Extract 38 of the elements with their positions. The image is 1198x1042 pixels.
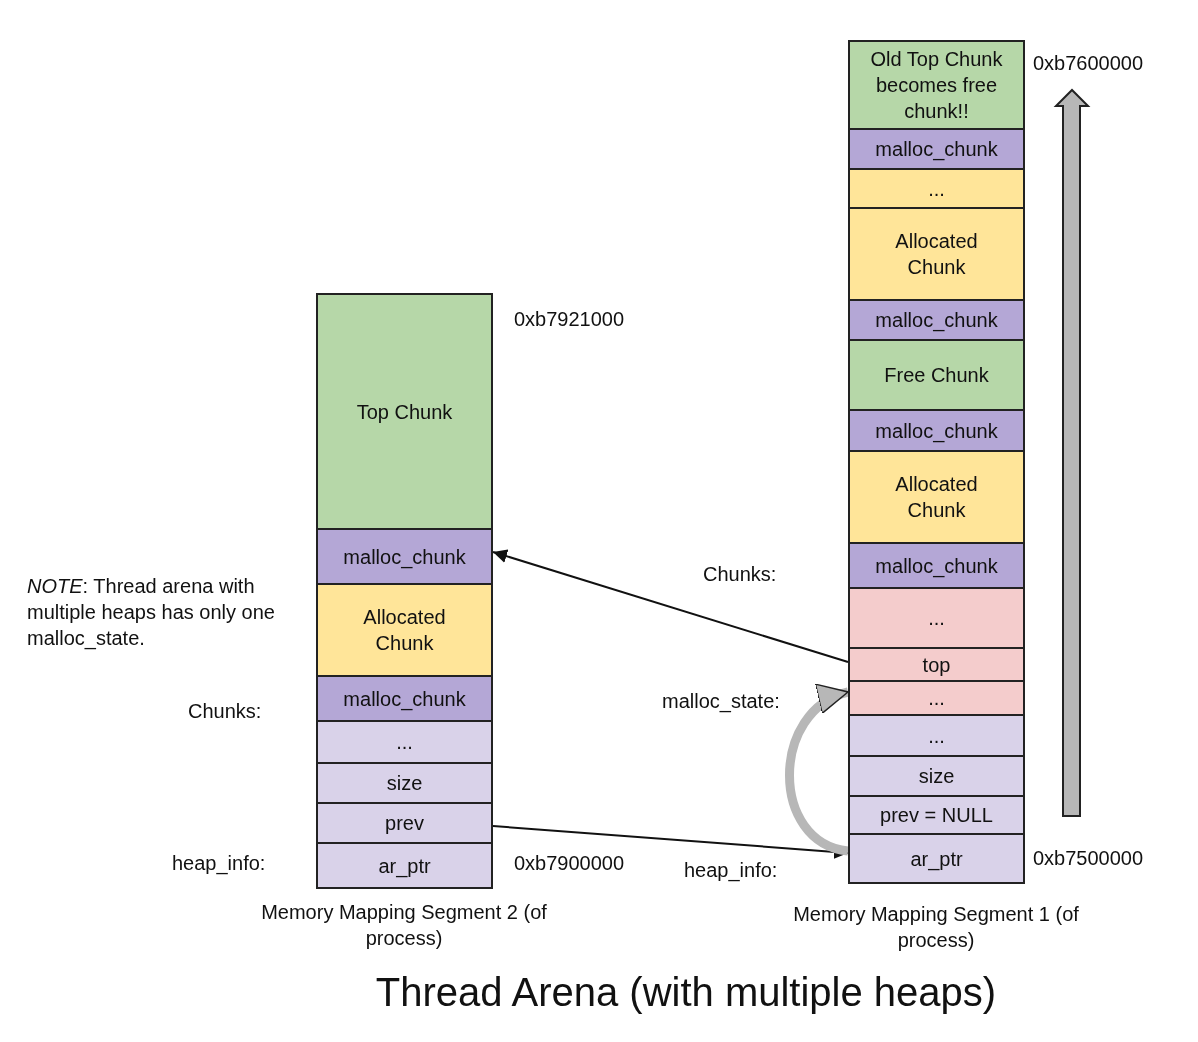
memory-block: malloc_chunk [316, 675, 493, 722]
memory-block: size [316, 762, 493, 804]
curved-arrow [785, 687, 850, 856]
memory-block: Free Chunk [848, 339, 1025, 411]
arrow [492, 549, 849, 663]
memory-block: malloc_chunk [848, 409, 1025, 452]
address-label: 0xb7921000 [514, 307, 626, 332]
row-label: Chunks: [703, 562, 778, 587]
memory-block: prev [316, 802, 493, 844]
diagram-title: Thread Arena (with multiple heaps) [374, 970, 998, 1015]
memory-block: ar_ptr [848, 833, 1025, 884]
memory-block: malloc_chunk [848, 542, 1025, 589]
segment-caption: Memory Mapping Segment 2 (of process) [260, 900, 548, 951]
note-text: NOTE: Thread arena with multiple heaps has only one malloc_state. [27, 574, 276, 651]
memory-block: Old Top Chunk becomes free chunk!! [848, 40, 1025, 130]
row-label: heap_info: [684, 858, 779, 883]
row-label: malloc_state: [662, 689, 781, 714]
memory-block: malloc_chunk [316, 528, 493, 585]
row-label: Chunks: [188, 699, 263, 724]
memory-block: Allocated Chunk [848, 450, 1025, 544]
address-label: 0xb7600000 [1033, 51, 1145, 76]
memory-block: ... [848, 587, 1025, 649]
memory-block: ... [848, 680, 1025, 716]
memory-block: malloc_chunk [848, 299, 1025, 341]
memory-block: prev = NULL [848, 795, 1025, 835]
memory-block: ... [848, 714, 1025, 757]
memory-block: ar_ptr [316, 842, 493, 889]
memory-block: Allocated Chunk [848, 207, 1025, 301]
address-label: 0xb7500000 [1033, 846, 1145, 871]
memory-block: top [848, 647, 1025, 682]
memory-block: ... [316, 720, 493, 764]
memory-block: malloc_chunk [848, 128, 1025, 170]
row-label: heap_info: [172, 851, 267, 876]
memory-block: Allocated Chunk [316, 583, 493, 677]
segment-caption: Memory Mapping Segment 1 (of process) [792, 902, 1080, 953]
memory-block: Top Chunk [316, 293, 493, 530]
memory-block: ... [848, 168, 1025, 209]
memory-block: size [848, 755, 1025, 797]
